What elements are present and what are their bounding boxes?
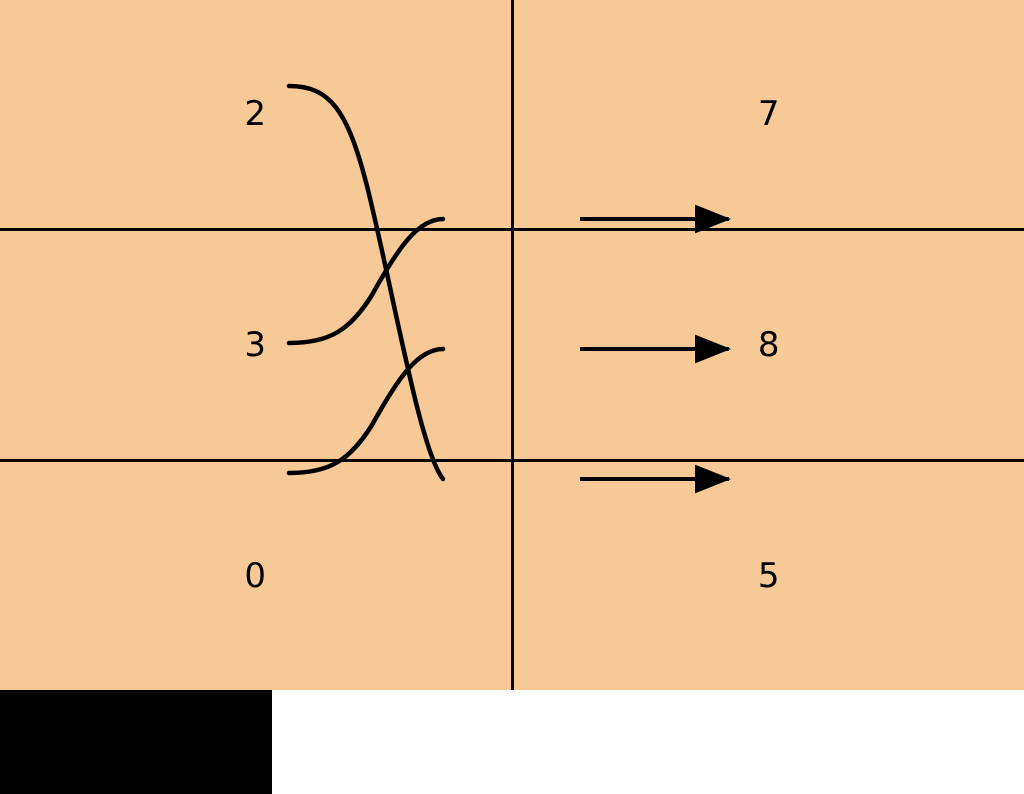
result-array-table: 2 7 3 8 0 5: [0, 395, 272, 794]
result-row-0[interactable]: 2 7: [0, 0, 1024, 228]
result-row-2[interactable]: 0 5: [0, 459, 1024, 690]
result-cell-2-0: 0: [0, 462, 514, 690]
result-cell-1-1: 8: [514, 231, 1024, 459]
diagram-canvas: 0 5 1 6 2 7 3 8 4: [0, 0, 1024, 690]
result-array-inner: 2 7 3 8 0 5: [0, 0, 1024, 690]
result-cell-0-0: 2: [0, 0, 514, 228]
result-cell-2-1: 5: [514, 462, 1024, 690]
result-cell-0-1: 7: [514, 0, 1024, 228]
result-cell-1-0: 3: [0, 231, 514, 459]
result-row-1[interactable]: 3 8: [0, 228, 1024, 459]
